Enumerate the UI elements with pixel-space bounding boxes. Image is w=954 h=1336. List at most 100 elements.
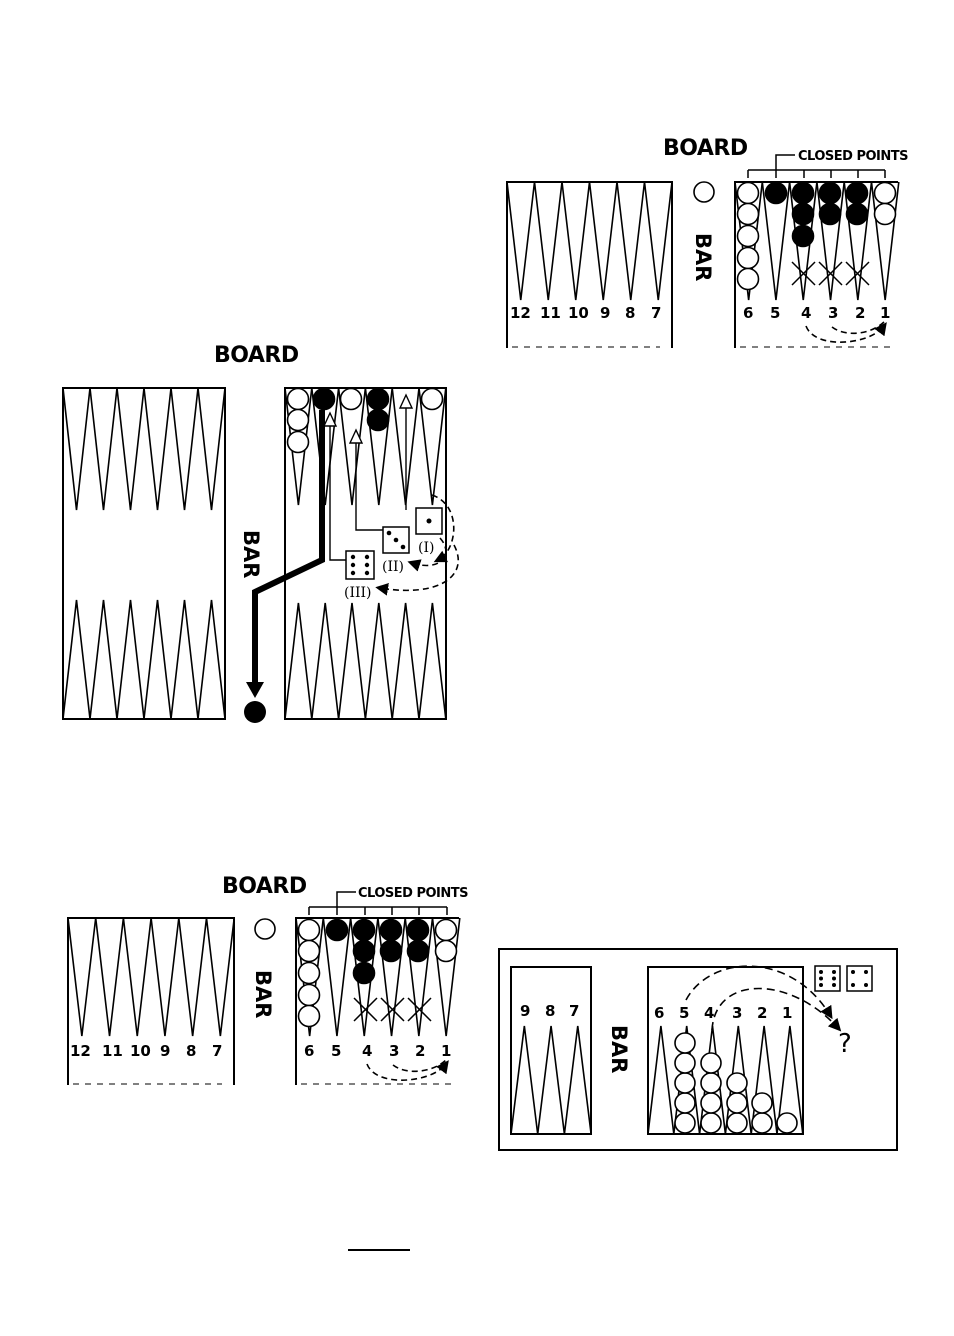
white-checker [738, 269, 759, 290]
point-number-9: 9 [520, 1002, 530, 1020]
bearoff-bar-label: BAR [607, 1025, 631, 1073]
black-checker [793, 226, 814, 247]
middle-board: BOARD BAR [63, 343, 458, 723]
white-checker [701, 1113, 721, 1133]
middle-left-bottom-triangle [63, 600, 90, 719]
middle-left-bottom-triangle [144, 600, 171, 719]
point-number-4: 4 [704, 1004, 714, 1022]
bottom-left-triangle [123, 918, 151, 1036]
white-checker [701, 1053, 721, 1073]
middle-right-bottom-triangle [339, 603, 366, 719]
middle-left-top-triangle [117, 388, 144, 510]
die-six [346, 551, 374, 579]
top-right-checkers [738, 183, 896, 290]
point-number-2: 2 [415, 1042, 425, 1060]
bar-white-checker [694, 182, 714, 202]
bottom-left-triangle [68, 918, 96, 1036]
die-one [416, 508, 442, 534]
bottom-bar-label: BAR [251, 970, 275, 1018]
point-number-3: 3 [828, 304, 838, 322]
point-number-7: 7 [651, 304, 661, 322]
white-checker [299, 920, 320, 941]
white-checker [288, 389, 309, 410]
black-checker [820, 204, 841, 225]
black-checker [820, 183, 841, 204]
bottom-left-triangles [68, 918, 234, 1036]
black-checker [408, 941, 429, 962]
middle-right-bottom-triangle [365, 603, 392, 719]
point-number-4: 4 [801, 304, 811, 322]
middle-left-top-triangle [144, 388, 171, 510]
move-label-iii: (III) [344, 585, 372, 601]
bottom-closed-points-label: CLOSED POINTS [358, 886, 468, 901]
white-checker [675, 1033, 695, 1053]
point-number-12: 12 [70, 1042, 91, 1060]
top-left-triangle [562, 182, 590, 300]
black-checker [314, 389, 335, 410]
middle-left-bottom-triangle [198, 600, 225, 719]
white-checker [341, 389, 362, 410]
point-number-7: 7 [569, 1002, 579, 1020]
white-checker [299, 963, 320, 984]
top-right-crosses [792, 262, 869, 285]
black-checker [793, 183, 814, 204]
top-left-triangles [507, 182, 672, 300]
white-checker [675, 1073, 695, 1093]
bottom-left-triangle [207, 918, 235, 1036]
black-checker [354, 941, 375, 962]
point-number-7: 7 [212, 1042, 222, 1060]
middle-left-top-triangle [63, 388, 90, 510]
top-left-triangle [535, 182, 563, 300]
point-number-2: 2 [757, 1004, 767, 1022]
bearoff-board: 9 8 7 BAR 6 5 4 3 2 1 [499, 949, 897, 1150]
white-checker [701, 1093, 721, 1113]
white-checker [299, 1006, 320, 1027]
white-checker [299, 985, 320, 1006]
black-checker [381, 941, 402, 962]
middle-left-frame [63, 388, 225, 719]
move-label-i: (I) [418, 540, 434, 556]
bearoff-left-triangle [511, 1026, 538, 1134]
white-checker [675, 1113, 695, 1133]
middle-left-triangles [63, 388, 225, 719]
bottom-left-triangle [179, 918, 207, 1036]
bottom-right-numbers: 6 5 4 3 2 1 [304, 1042, 451, 1060]
black-checker [847, 204, 868, 225]
top-left-numbers: 12 11 10 9 8 7 [510, 304, 661, 322]
point-number-8: 8 [186, 1042, 196, 1060]
top-board: BOARD CLOSED POINTS 12 11 10 9 8 7 BAR [507, 136, 908, 348]
bottom-left-triangle [151, 918, 179, 1036]
bearoff-left-triangles [511, 1026, 591, 1134]
bearoff-right-triangle [648, 1026, 674, 1134]
point-number-5: 5 [679, 1004, 689, 1022]
point-number-10: 10 [130, 1042, 151, 1060]
white-checker [752, 1093, 772, 1113]
point-number-6: 6 [654, 1004, 664, 1022]
bottom-right-crosses [354, 998, 431, 1021]
white-checker [727, 1093, 747, 1113]
middle-right-bottom-triangle [285, 603, 312, 719]
top-bar-label: BAR [691, 233, 715, 281]
white-checker [675, 1093, 695, 1113]
middle-right-bottom-triangle [419, 603, 446, 719]
black-checker [847, 183, 868, 204]
top-left-triangle [645, 182, 673, 300]
top-right-numbers: 6 5 4 3 2 1 [743, 304, 890, 322]
top-left-triangle [507, 182, 535, 300]
top-right-triangles [735, 182, 899, 300]
white-checker [875, 183, 896, 204]
middle-left-top-triangle [171, 388, 198, 510]
middle-left-bottom-triangle [90, 600, 117, 719]
top-closed-points-label: CLOSED POINTS [798, 149, 908, 164]
bearoff-question-glyph: ? [838, 1029, 852, 1059]
black-checker [368, 389, 389, 410]
bottom-right-dashed-arrows [367, 1060, 446, 1080]
white-checker [422, 389, 443, 410]
point-number-6: 6 [304, 1042, 314, 1060]
black-checker [766, 183, 787, 204]
middle-left-top-triangle [198, 388, 225, 510]
black-checker [408, 920, 429, 941]
bottom-left-triangle [96, 918, 124, 1036]
bottom-left-numbers: 12 11 10 9 8 7 [70, 1042, 222, 1060]
